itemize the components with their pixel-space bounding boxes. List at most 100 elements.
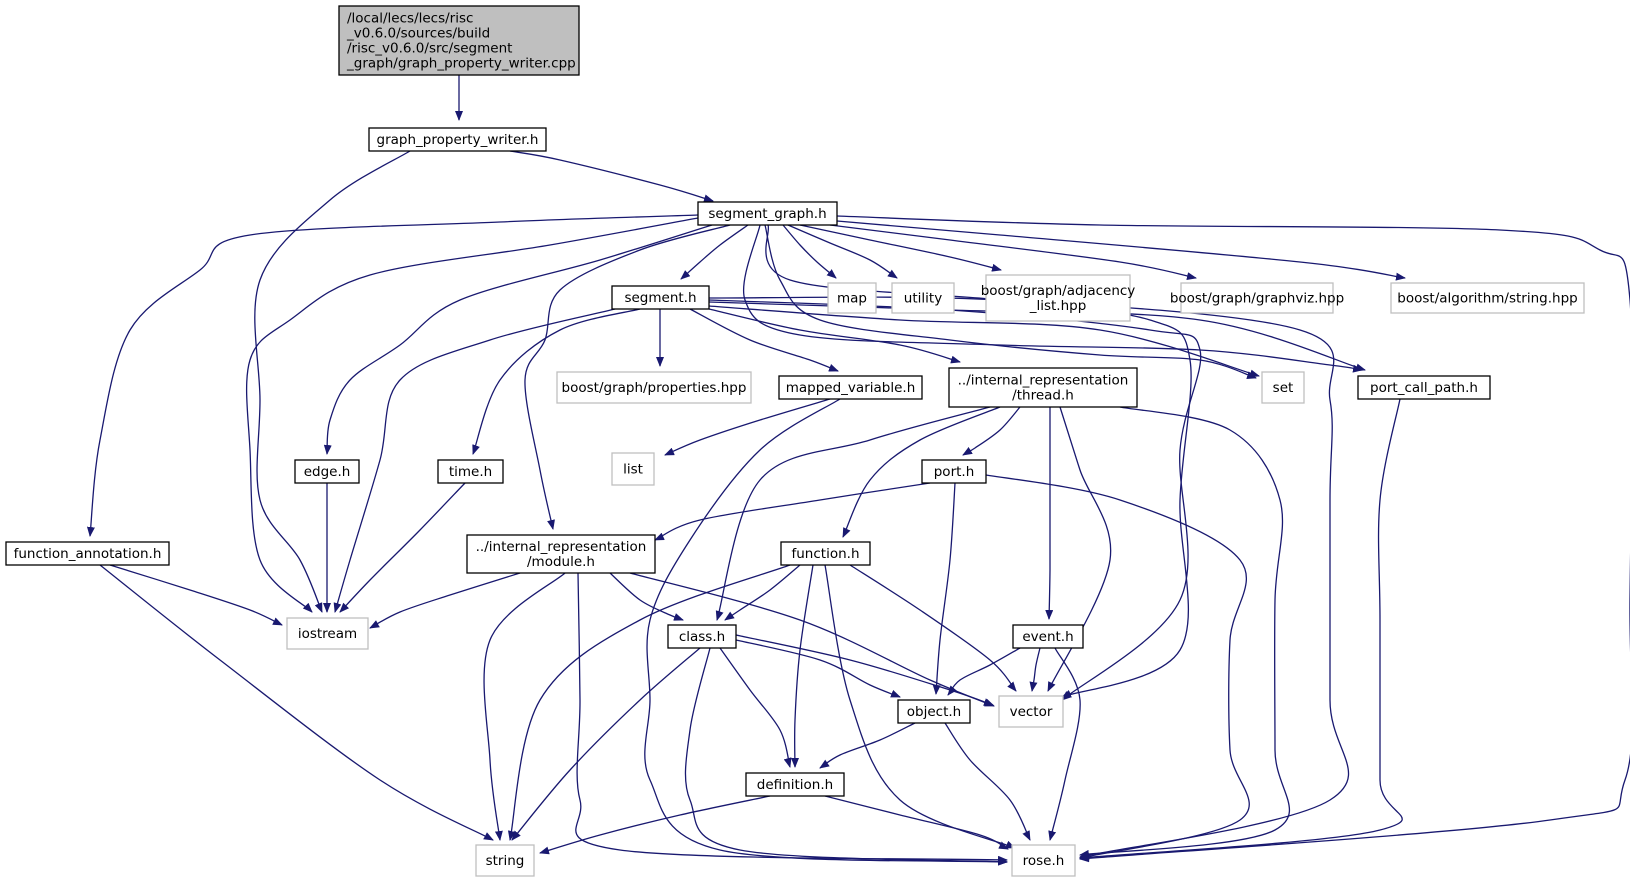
node-box-root [338,5,580,76]
edge-sg-to-gviz [829,224,1197,281]
edge-object-to-def [819,722,916,769]
node-label-thread-line-1: /thread.h [1012,388,1074,404]
node-module[interactable]: ../internal_representation/module.h [466,534,656,574]
node-box-function [780,541,871,566]
node-box-gpw [368,127,547,152]
node-function[interactable]: function.h [780,541,871,566]
node-label-root-line-2: /risc_v0.6.0/src/segment [347,41,512,57]
node-label-root-line-0: /local/lecs/lecs/risc [347,11,473,27]
edge-sg-to-adj [799,224,1002,272]
edge-thread-to-class [715,406,991,621]
node-box-utility [891,282,955,314]
node-box-algstr [1390,282,1585,314]
node-box-vector [998,695,1064,728]
edge-function-to-vector [849,564,1017,692]
edges-layer [86,75,1630,866]
node-label-time: time.h [449,464,492,480]
node-label-function: function.h [792,546,860,562]
edge-sg-to-edge [323,224,713,455]
edge-def-to-string [539,795,771,855]
node-label-props: boost/graph/properties.hpp [562,380,747,396]
edge-sg-to-map [782,224,837,279]
node-label-iostream: iostream [298,626,357,642]
edge-seg-to-mv [689,308,839,372]
node-thread[interactable]: ../internal_representation/thread.h [948,367,1138,408]
edge-fa-to-string [99,564,494,841]
edge-class-to-object [735,639,901,698]
node-label-thread-line-0: ../internal_representation [958,373,1129,389]
edge-class-to-vector [735,634,994,706]
node-label-module-line-0: ../internal_representation [476,539,647,555]
node-box-gviz [1180,282,1334,314]
node-box-mv [778,375,923,400]
edge-sg-to-seg [680,224,749,280]
edge-event-to-vector [1029,647,1041,692]
node-algstr: boost/algorithm/string.hpp [1390,282,1585,314]
node-label-gpw: graph_property_writer.h [377,132,539,148]
edge-sg-to-fa [86,214,699,537]
node-utility: utility [891,282,955,314]
node-label-vector: vector [1010,704,1053,720]
node-box-rose [1011,844,1076,877]
node-edge[interactable]: edge.h [294,459,360,484]
node-object[interactable]: object.h [897,699,971,724]
node-label-seg: segment.h [624,290,696,306]
edge-function-to-string [507,564,791,841]
edge-module-to-class [609,572,684,621]
node-label-root-line-1: _v0.6.0/sources/build [346,26,490,42]
node-class[interactable]: class.h [667,624,737,649]
node-box-edge [294,459,360,484]
node-time[interactable]: time.h [437,459,504,484]
node-map: map [827,282,877,314]
node-label-event: event.h [1022,629,1073,645]
node-mv[interactable]: mapped_variable.h [778,375,923,400]
edge-seg-to-set [708,305,1260,378]
node-def[interactable]: definition.h [745,772,845,797]
node-box-def [745,772,845,797]
node-label-rose: rose.h [1023,853,1065,869]
node-label-list: list [623,462,643,478]
node-event[interactable]: event.h [1012,624,1084,649]
node-label-def: definition.h [757,777,833,793]
node-label-mv: mapped_variable.h [786,380,916,396]
node-label-adj-line-1: _list.hpp [1029,298,1087,314]
edge-function-to-class [724,564,801,621]
edge-port-to-object [932,482,956,695]
node-box-time [437,459,504,484]
node-box-adj [985,274,1131,322]
node-box-port [921,459,987,484]
edge-port-to-module [654,482,931,541]
edge-gpw-to-sg [509,150,714,203]
node-gpw[interactable]: graph_property_writer.h [368,127,547,152]
node-box-sg [697,201,838,226]
node-label-pcp: port_call_path.h [1370,380,1478,396]
edge-class-to-string [511,647,701,841]
node-pcp[interactable]: port_call_path.h [1357,375,1491,400]
node-sg[interactable]: segment_graph.h [697,201,838,226]
edge-pcp-to-rose [1079,398,1403,862]
edge-module-to-string [483,572,566,841]
node-box-list [611,452,655,486]
edge-thread-to-rose [1079,406,1291,858]
node-vector: vector [998,695,1064,728]
node-box-event [1012,624,1084,649]
node-port[interactable]: port.h [921,459,987,484]
node-box-fa [5,541,170,566]
node-box-set [1261,371,1305,404]
edge-sg-to-set [764,224,1257,380]
node-rose: rose.h [1011,844,1076,877]
node-label-object: object.h [907,704,961,720]
node-gviz: boost/graph/graphviz.hpp [1170,282,1344,314]
edge-sg-to-vector [765,224,1192,698]
node-box-thread [948,367,1138,408]
node-label-port: port.h [934,464,975,480]
nodes-layer: /local/lecs/lecs/risc_v0.6.0/sources/bui… [5,5,1585,877]
node-iostream: iostream [286,617,369,650]
node-seg[interactable]: segment.h [611,285,710,310]
node-box-module [466,534,656,574]
edge-seg-to-thread [708,308,961,364]
node-fa[interactable]: function_annotation.h [5,541,170,566]
edge-thread-to-event [1045,407,1054,620]
edge-sg-to-rose [836,215,1630,863]
